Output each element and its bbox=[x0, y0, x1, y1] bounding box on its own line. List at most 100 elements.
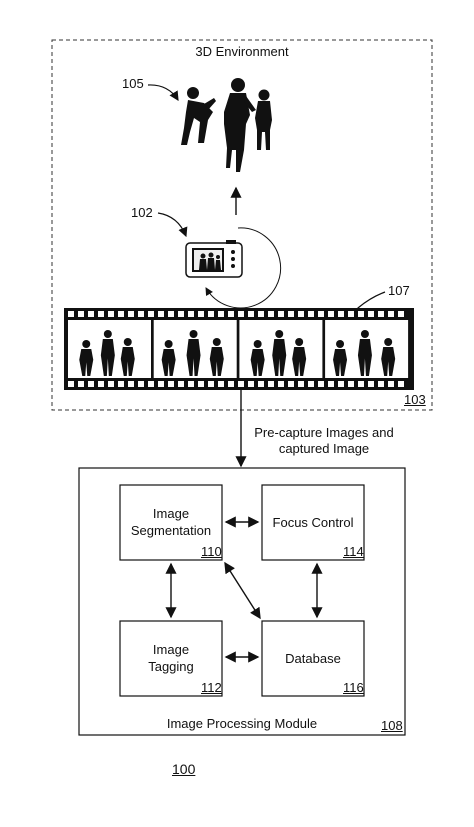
image-segmentation-label: Image Segmentation bbox=[120, 505, 222, 539]
film-sprocket-hole bbox=[158, 311, 164, 317]
film-sprocket-hole bbox=[398, 311, 404, 317]
transfer-label-line-2: captured Image bbox=[278, 441, 370, 456]
film-figure-body bbox=[250, 349, 265, 376]
film-sprocket-hole bbox=[308, 381, 314, 387]
film-sprocket-hole bbox=[358, 381, 364, 387]
people-silhouettes-icon bbox=[181, 78, 272, 172]
transfer-label-line-1: Pre-capture Images and bbox=[254, 425, 394, 440]
film-sprocket-hole bbox=[68, 311, 74, 317]
film-sprocket-hole bbox=[368, 311, 374, 317]
film-figure-body bbox=[292, 347, 307, 376]
film-figure-head bbox=[253, 340, 262, 348]
film-sprocket-hole bbox=[68, 381, 74, 387]
connector-segmentation-database bbox=[224, 561, 261, 620]
film-sprocket-hole bbox=[298, 311, 304, 317]
film-sprocket-hole bbox=[288, 381, 294, 387]
film-figure-body bbox=[357, 339, 372, 376]
film-sprocket-hole bbox=[238, 381, 244, 387]
film-sprocket-hole bbox=[378, 381, 384, 387]
film-sprocket-hole bbox=[348, 311, 354, 317]
database-label: Database bbox=[285, 651, 341, 666]
film-sprocket-hole bbox=[98, 311, 104, 317]
film-sprocket-hole bbox=[238, 311, 244, 317]
film-sprocket-hole bbox=[228, 311, 234, 317]
film-sprocket-hole bbox=[318, 311, 324, 317]
module-title: Image Processing Module bbox=[166, 716, 318, 731]
film-figure-body bbox=[333, 349, 348, 376]
film-figure-head bbox=[123, 338, 132, 346]
film-sprocket-hole bbox=[328, 311, 334, 317]
leader-105 bbox=[147, 84, 179, 102]
environment-title: 3D Environment bbox=[195, 44, 289, 59]
film-sprocket-hole bbox=[138, 311, 144, 317]
film-sprocket-hole bbox=[88, 381, 94, 387]
film-figure-head bbox=[103, 330, 112, 338]
film-sprocket-hole bbox=[248, 311, 254, 317]
focus-control-box bbox=[261, 484, 365, 561]
image-segmentation-label-line-1: Image bbox=[152, 506, 190, 521]
film-sprocket-hole bbox=[148, 381, 154, 387]
film-sprocket-hole bbox=[218, 381, 224, 387]
film-figure-head bbox=[164, 340, 173, 348]
image-processing-module-box bbox=[78, 467, 406, 736]
film-figure-body bbox=[272, 339, 287, 376]
film-figure-head bbox=[82, 340, 91, 348]
film-sprocket-hole bbox=[278, 381, 284, 387]
leader-102 bbox=[157, 212, 188, 238]
film-sprocket-hole bbox=[108, 381, 114, 387]
film-sprocket-hole bbox=[338, 381, 344, 387]
film-figure-body bbox=[381, 347, 396, 376]
database-ref: 116 bbox=[343, 680, 364, 695]
film-sprocket-hole bbox=[188, 311, 194, 317]
film-sprocket-hole bbox=[218, 311, 224, 317]
camera-ref: 102 bbox=[131, 205, 153, 220]
film-figure-head bbox=[295, 338, 304, 346]
film-figure-head bbox=[212, 338, 221, 346]
film-sprocket-hole bbox=[268, 311, 274, 317]
film-figure-head bbox=[360, 330, 369, 338]
image-tagging-box bbox=[119, 620, 223, 697]
film-sprocket-hole bbox=[208, 381, 214, 387]
film-sprocket-hole bbox=[178, 381, 184, 387]
film-sprocket-hole bbox=[108, 311, 114, 317]
film-sprocket-hole bbox=[138, 381, 144, 387]
image-tagging-label: Image Tagging bbox=[120, 641, 222, 675]
film-figure-head bbox=[275, 330, 284, 338]
image-tagging-label-line-1: Image bbox=[152, 642, 190, 657]
film-sprocket-hole bbox=[318, 381, 324, 387]
film-sprocket-hole bbox=[78, 381, 84, 387]
film-sprocket-hole bbox=[228, 381, 234, 387]
film-sprocket-hole bbox=[78, 311, 84, 317]
film-sprocket-hole bbox=[118, 311, 124, 317]
film-figure-body bbox=[79, 349, 94, 376]
image-segmentation-ref: 110 bbox=[201, 544, 222, 559]
film-sprocket-hole bbox=[398, 381, 404, 387]
environment-ref: 103 bbox=[404, 392, 426, 407]
film-figure-head bbox=[189, 330, 198, 338]
image-segmentation-label-line-2: Segmentation bbox=[130, 523, 212, 538]
film-sprocket-hole bbox=[358, 311, 364, 317]
film-figure-head bbox=[336, 340, 345, 348]
film-sprocket-hole bbox=[168, 311, 174, 317]
film-sprocket-hole bbox=[338, 311, 344, 317]
film-sprocket-hole bbox=[248, 381, 254, 387]
film-sprocket-hole bbox=[328, 381, 334, 387]
film-sprocket-hole bbox=[348, 381, 354, 387]
film-sprocket-hole bbox=[298, 381, 304, 387]
figure-ref: 100 bbox=[172, 761, 196, 777]
film-sprocket-hole bbox=[368, 381, 374, 387]
people-ref: 105 bbox=[122, 76, 144, 91]
film-figure-body bbox=[209, 347, 224, 376]
film-sprocket-hole bbox=[188, 381, 194, 387]
film-sprocket-hole bbox=[148, 311, 154, 317]
film-sprocket-hole bbox=[278, 311, 284, 317]
image-segmentation-box bbox=[119, 484, 223, 561]
film-sprocket-hole bbox=[198, 311, 204, 317]
film-figure-body bbox=[120, 347, 135, 376]
focus-control-ref: 114 bbox=[343, 544, 364, 559]
film-sprocket-hole bbox=[258, 381, 264, 387]
film-sprocket-hole bbox=[208, 311, 214, 317]
focus-control-label: Focus Control bbox=[272, 515, 354, 530]
film-sprocket-hole bbox=[388, 311, 394, 317]
